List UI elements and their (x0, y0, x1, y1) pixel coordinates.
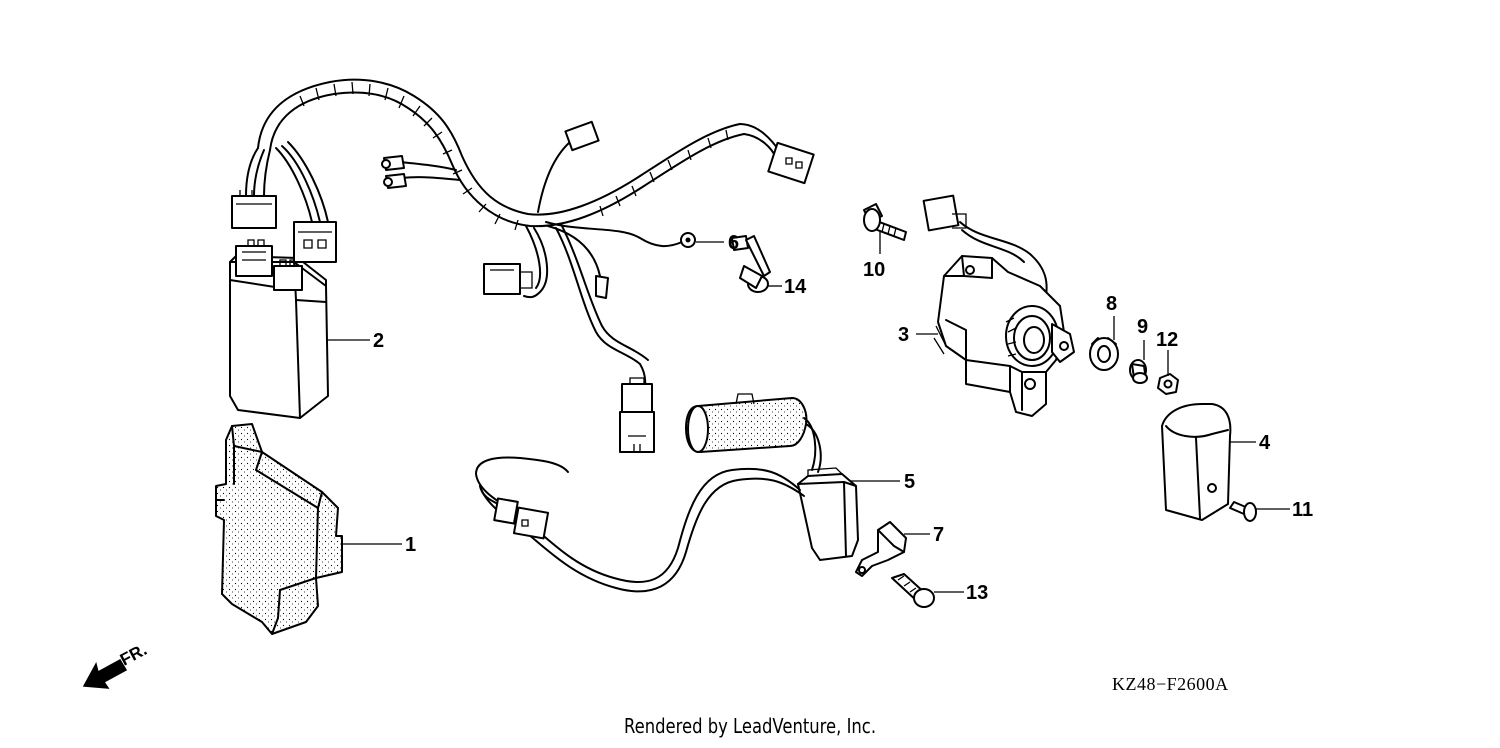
clamp-7-part[interactable] (855, 521, 907, 577)
front-direction-indicator: FR. (82, 640, 150, 689)
cover-4-part[interactable] (1161, 403, 1232, 521)
diagram-code: KZ48−F2600A (1112, 674, 1229, 694)
callout-13[interactable]: 13 (966, 582, 988, 604)
cdi-unit-part[interactable] (229, 239, 329, 419)
wire-harness[interactable] (231, 78, 815, 453)
callout-7[interactable]: 7 (933, 524, 944, 546)
callout-9[interactable]: 9 (1137, 316, 1148, 338)
leader-lines (328, 230, 1290, 593)
callout-2[interactable]: 2 (373, 330, 384, 352)
callout-8[interactable]: 8 (1106, 293, 1117, 315)
bolt-10-part[interactable] (863, 203, 907, 241)
screw-11-part[interactable] (1229, 501, 1257, 522)
callout-6[interactable]: 6 (728, 232, 739, 254)
holder-bracket-part[interactable] (215, 423, 343, 635)
callout-12[interactable]: 12 (1156, 329, 1178, 351)
callout-14[interactable]: 14 (784, 276, 807, 298)
callout-numbers: 1 2 3 4 5 6 7 8 9 10 11 12 13 14 (373, 232, 1313, 604)
callout-3[interactable]: 3 (898, 324, 909, 346)
bolt-14-part[interactable] (731, 235, 771, 293)
solenoid-assembly-part[interactable] (922, 194, 1075, 417)
callout-10[interactable]: 10 (863, 259, 885, 281)
callout-11[interactable]: 11 (1292, 499, 1313, 521)
callout-4[interactable]: 4 (1259, 432, 1271, 454)
nut-12-part[interactable] (1157, 373, 1179, 395)
render-credit: Rendered by LeadVenture, Inc. (623, 714, 877, 738)
callout-1[interactable]: 1 (405, 534, 416, 556)
grommet-8-part[interactable] (1089, 337, 1119, 371)
condenser-5-part[interactable] (474, 393, 859, 593)
collar-9-part[interactable] (1129, 359, 1148, 384)
bolt-13-part[interactable] (891, 573, 935, 608)
front-arrow-icon (82, 658, 128, 689)
callout-5[interactable]: 5 (904, 471, 915, 493)
